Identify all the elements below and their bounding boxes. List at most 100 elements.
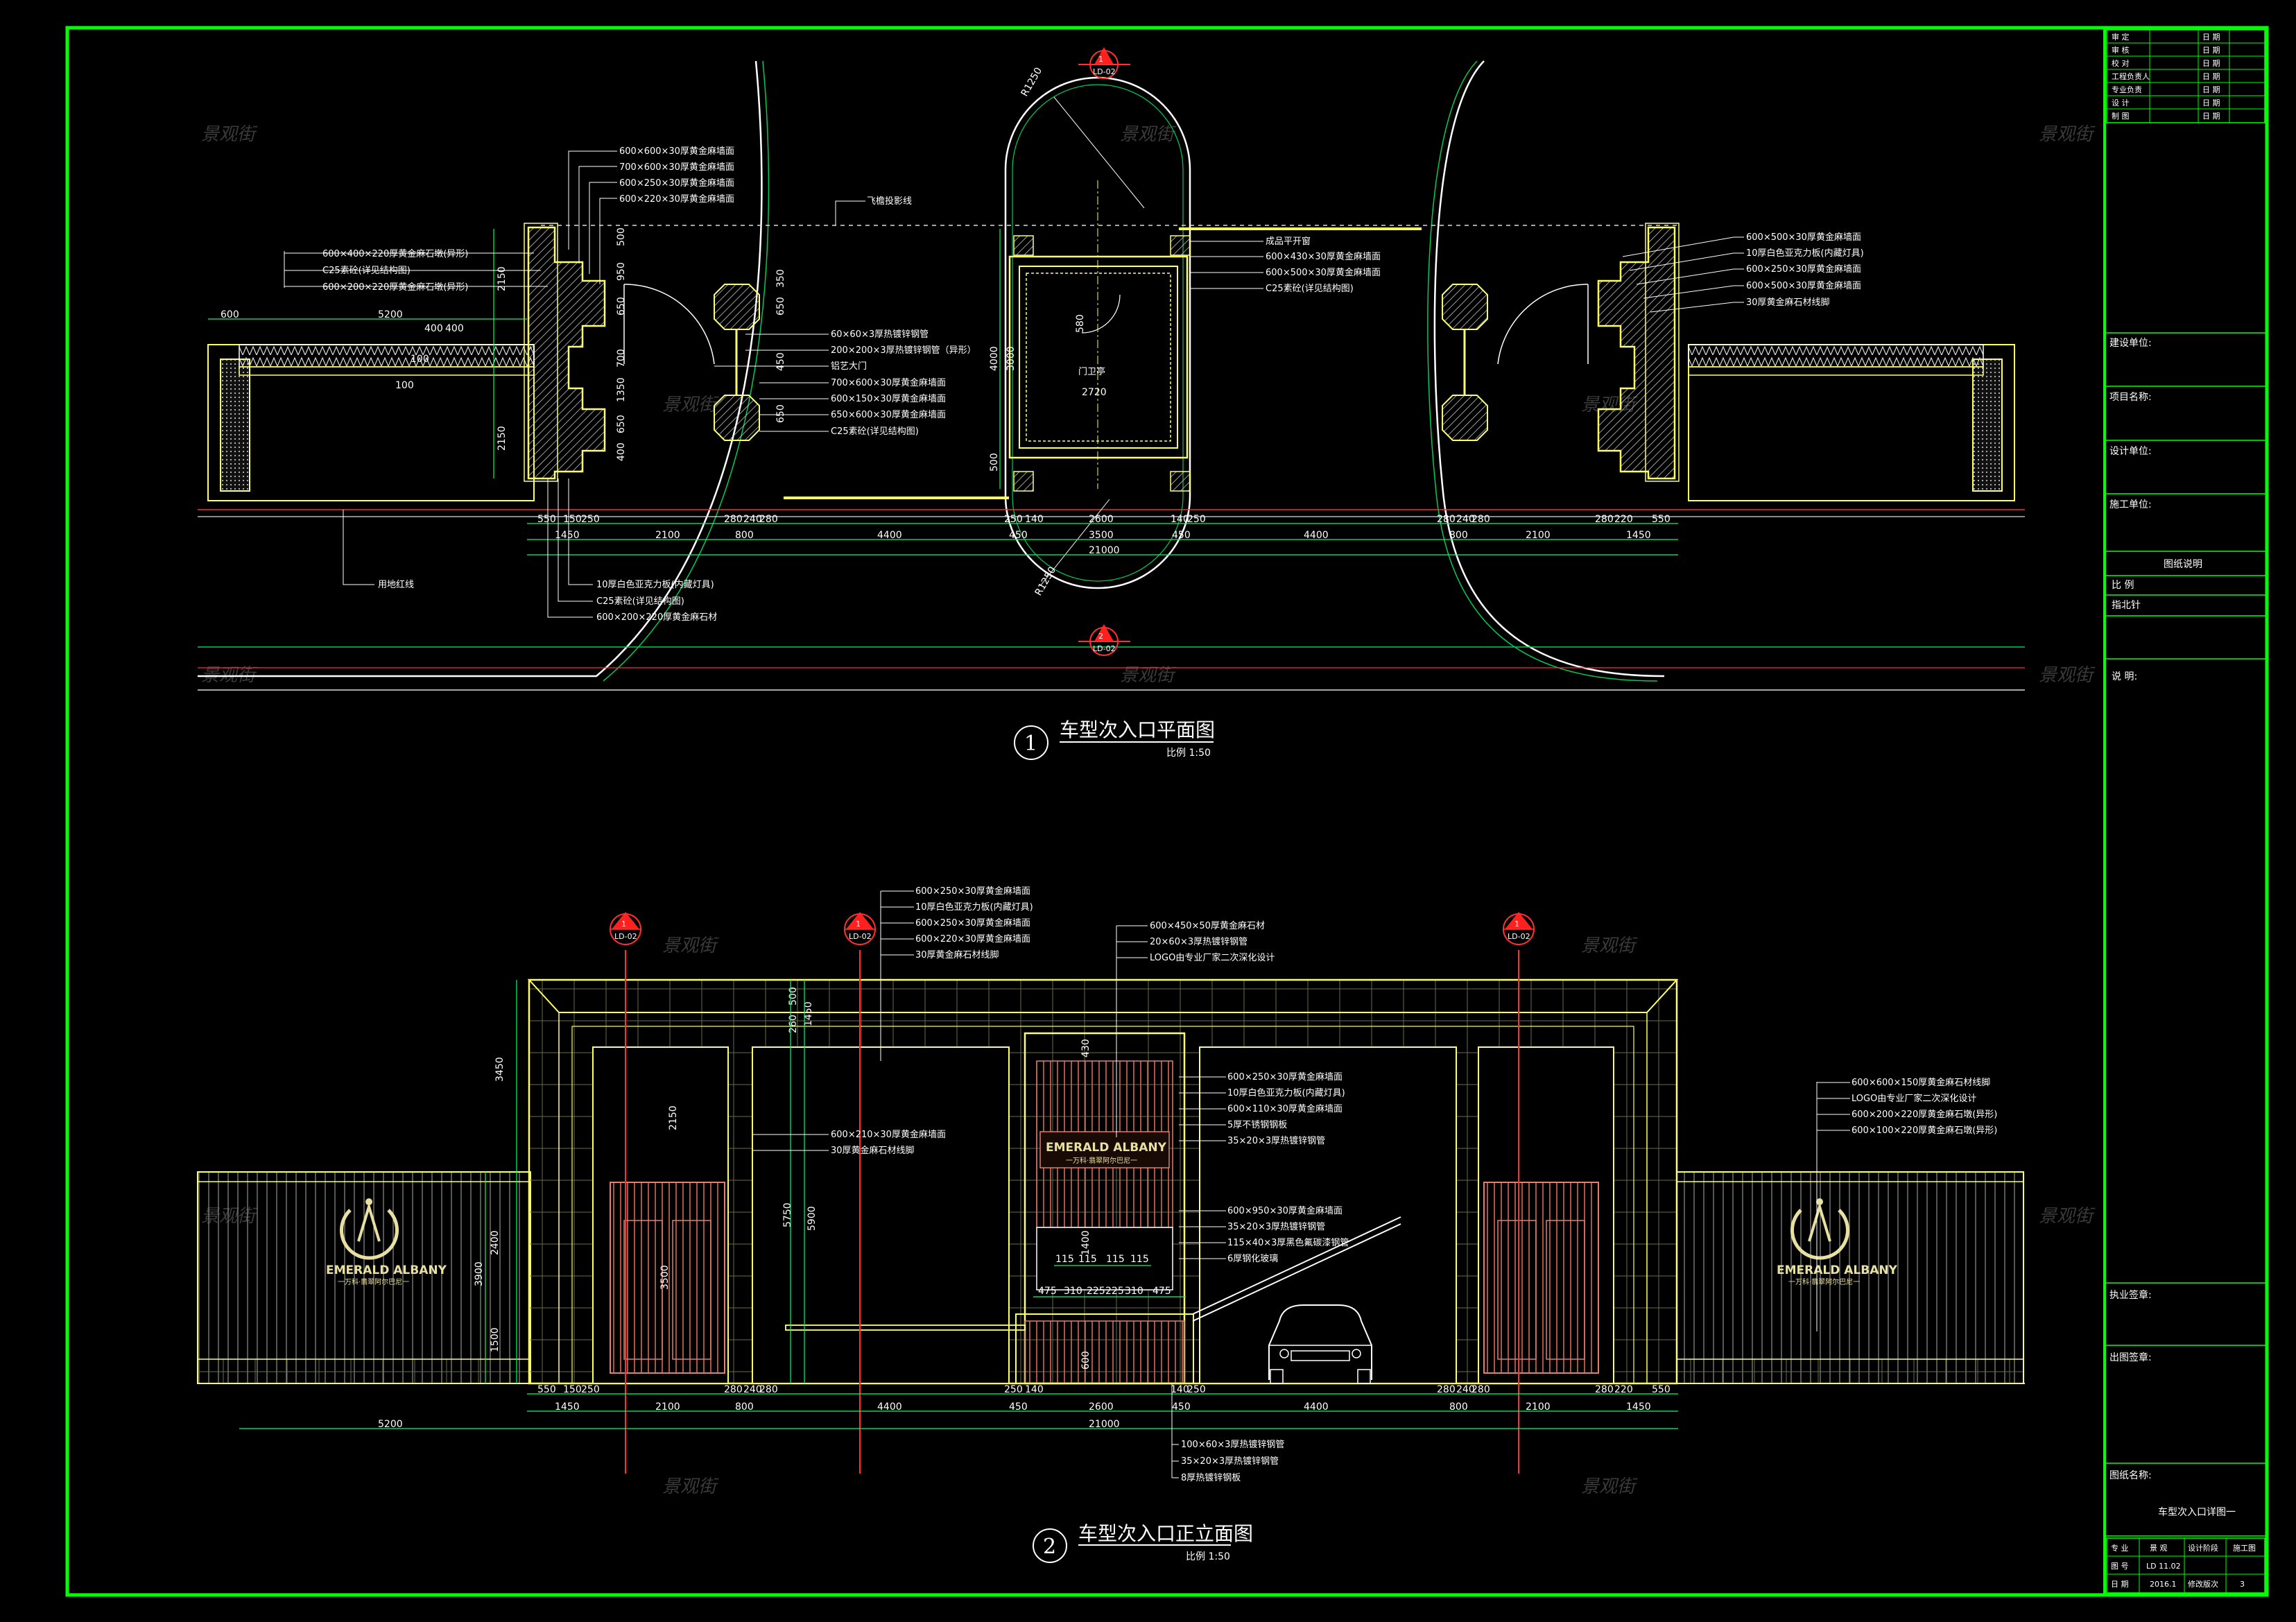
elev-dim: 450: [1172, 1401, 1191, 1413]
elev-left-mid-notes: 600×210×30厚黄金麻墙面 30厚黄金麻石材线脚: [752, 1129, 946, 1156]
radius-leader-top: [1053, 96, 1145, 209]
elev-dim: 2100: [1526, 1401, 1551, 1413]
plan-dim: 400: [616, 442, 627, 461]
plan-dim: 140: [1025, 514, 1044, 525]
right-logo-sub: 一万科·翡翠阿尔巴尼一: [1788, 1277, 1860, 1286]
plan-dim: 550: [1652, 514, 1671, 525]
plan-right-notes: 600×500×30厚黄金麻墙面 10厚白色亚克力板(内藏灯具) 600×250…: [1622, 232, 1864, 313]
elev-dim: 2400: [490, 1230, 501, 1255]
plan-dim: 1350: [616, 377, 627, 402]
plan-dim: 400: [424, 323, 443, 334]
elev-dim: 115: [1106, 1254, 1125, 1265]
left-fence-rail: [239, 344, 535, 368]
booth-sign-sub: 一万科·翡翠阿尔巴尼一: [1066, 1156, 1137, 1165]
elev-dim: 2100: [655, 1401, 680, 1413]
booth-outer: [1008, 255, 1189, 459]
watermarks: 景观街 景观街 景观街 景观街 景观街 景观街 景观街 景观街 景观街 景观街 …: [201, 124, 2096, 1497]
section-num-bottom: 2: [1098, 632, 1103, 641]
elev-left-mid-note-2: 30厚黄金麻石材线脚: [831, 1145, 915, 1156]
elev-center-notes: 600×250×30厚黄金麻墙面 10厚白色亚克力板(内藏灯具) 600×110…: [1179, 1071, 1345, 1146]
elev-dim: 2150: [668, 1105, 679, 1130]
plan-bottom-note-2: C25素砼(详见结构图): [596, 596, 684, 607]
plan-booth-note-4: C25素砼(详见结构图): [1266, 284, 1354, 294]
watermark-7: 景观街: [1120, 665, 1177, 686]
construct-unit-label: 施工单位:: [2109, 499, 2152, 510]
elev-dim: 800: [1449, 1401, 1468, 1413]
plan-number: 1: [1024, 732, 1037, 756]
elev-dim: 240: [743, 1384, 762, 1395]
approval-date: 日 期: [2202, 59, 2220, 68]
elev-top-note-1: 600×250×30厚黄金麻墙面: [915, 886, 1030, 897]
plan-bottom-notes: 10厚白色亚克力板(内藏灯具) C25素砼(详见结构图) 600×200×220…: [343, 478, 717, 623]
radius-leader-bottom: [1039, 499, 1110, 587]
drawing-name: 车型次入口详图一: [2158, 1506, 2236, 1518]
approval-date: 日 期: [2202, 85, 2220, 94]
plan-top-note-4: 600×220×30厚黄金麻墙面: [619, 193, 734, 205]
plan-dim: 4000: [989, 346, 1000, 371]
elev-dim: 430: [1080, 1039, 1091, 1058]
plan-dim: 4400: [877, 530, 902, 541]
plan-left-note-3: 600×200×220厚黄金麻石墩(异形): [322, 282, 468, 293]
left-fence-outer: [207, 344, 535, 501]
elev-dim: 280: [1437, 1384, 1456, 1395]
plan-center-note-3: 铝艺大门: [831, 361, 867, 372]
plan-top-note-2: 700×600×30厚黄金麻墙面: [619, 162, 734, 173]
elevation-title: 车型次入口正立面图: [1078, 1522, 1253, 1545]
info-cell: LD 11.02: [2146, 1562, 2181, 1571]
plan-section-mark-bottom: 2 LD-02: [1078, 624, 1130, 656]
plan-top-note-1: 600×600×30厚黄金麻墙面: [619, 146, 734, 157]
plan-dim: 600: [221, 309, 239, 320]
elev-right-note-3: 600×200×220厚黄金麻石墩(异形): [1852, 1109, 1997, 1120]
plan-dim: 580: [1075, 314, 1086, 333]
plan-redline-note: 用地红线: [378, 579, 414, 590]
section-num: 1: [856, 920, 861, 929]
right-wall: [1676, 1171, 2024, 1384]
elev-dim: 3500: [659, 1265, 671, 1290]
approval-date: 日 期: [2202, 46, 2220, 55]
plan-dim: 450: [1009, 530, 1028, 541]
booth-base: [1024, 1320, 1185, 1384]
barrier-arm-right: [1192, 1216, 1401, 1315]
booth-col-br: [1170, 471, 1191, 492]
approval-key: 制 图: [2112, 112, 2130, 121]
info-cell: 景 观: [2150, 1544, 2168, 1553]
approval-key: 校 对: [2112, 58, 2130, 68]
left-drive-opening: [752, 1046, 1010, 1384]
elev-dim: 2600: [1089, 1401, 1114, 1413]
right-post-upper: [1442, 284, 1488, 330]
plan-dim: 550: [537, 514, 556, 525]
plan-top-note-3: 600×250×30厚黄金麻墙面: [619, 178, 734, 189]
elevation-title-block: 2 车型次入口正立面图 比例 1:50: [1033, 1522, 1253, 1563]
booth-window-elev: [1036, 1227, 1173, 1291]
plan-bottom-note-3: 600×200×220厚黄金麻石材: [596, 612, 717, 623]
elev-left-top-notes: 600×250×30厚黄金麻墙面 10厚白色亚克力板(内藏灯具) 600×250…: [880, 886, 1033, 1061]
info-cell: 设计阶段: [2188, 1543, 2218, 1553]
elev-dim: 450: [1009, 1401, 1028, 1413]
left-logo-sub: 一万科·翡翠阿尔巴尼一: [338, 1277, 409, 1286]
elev-dim: 4400: [877, 1401, 902, 1413]
plan-center-note-5: 600×150×30厚黄金麻墙面: [831, 393, 946, 404]
elev-dim: 225: [1087, 1286, 1105, 1297]
plan-dim: 2720: [1082, 387, 1107, 398]
plan-dim: 650: [775, 404, 786, 423]
plan-dim: 400: [445, 323, 464, 334]
elev-dim: 240: [1456, 1384, 1475, 1395]
plan-dimension-row-2: 1450 2100 800 4400 450 3500 450 4400 800…: [527, 530, 1678, 541]
left-wall: [197, 1171, 531, 1384]
right-gate-leaf-elev: [1483, 1182, 1599, 1374]
booth-col-tl: [1013, 235, 1034, 256]
elev-top-note-4: 600×220×30厚黄金麻墙面: [915, 933, 1030, 944]
plan-scale: 比例 1:50: [1166, 748, 1211, 759]
left-pier-frame: [524, 223, 558, 482]
plan-right-note-5: 30厚黄金麻石材线脚: [1746, 297, 1830, 308]
road-curve-left-inner: [603, 60, 770, 682]
elev-dim: 310: [1064, 1286, 1082, 1297]
elev-dim: 1400: [1080, 1230, 1091, 1255]
elev-dim: 3900: [474, 1261, 485, 1286]
elev-right-note-4: 600×100×220厚黄金麻石墩(异形): [1852, 1125, 1997, 1136]
elev-center-note-1: 600×250×30厚黄金麻墙面: [1227, 1071, 1343, 1082]
left-post-lower: [714, 395, 760, 441]
right-post-lower: [1442, 395, 1488, 441]
plan-view: R1250 R1250 门卫亭 1 LD-02 2 LD-02 550 150 …: [198, 47, 2025, 760]
